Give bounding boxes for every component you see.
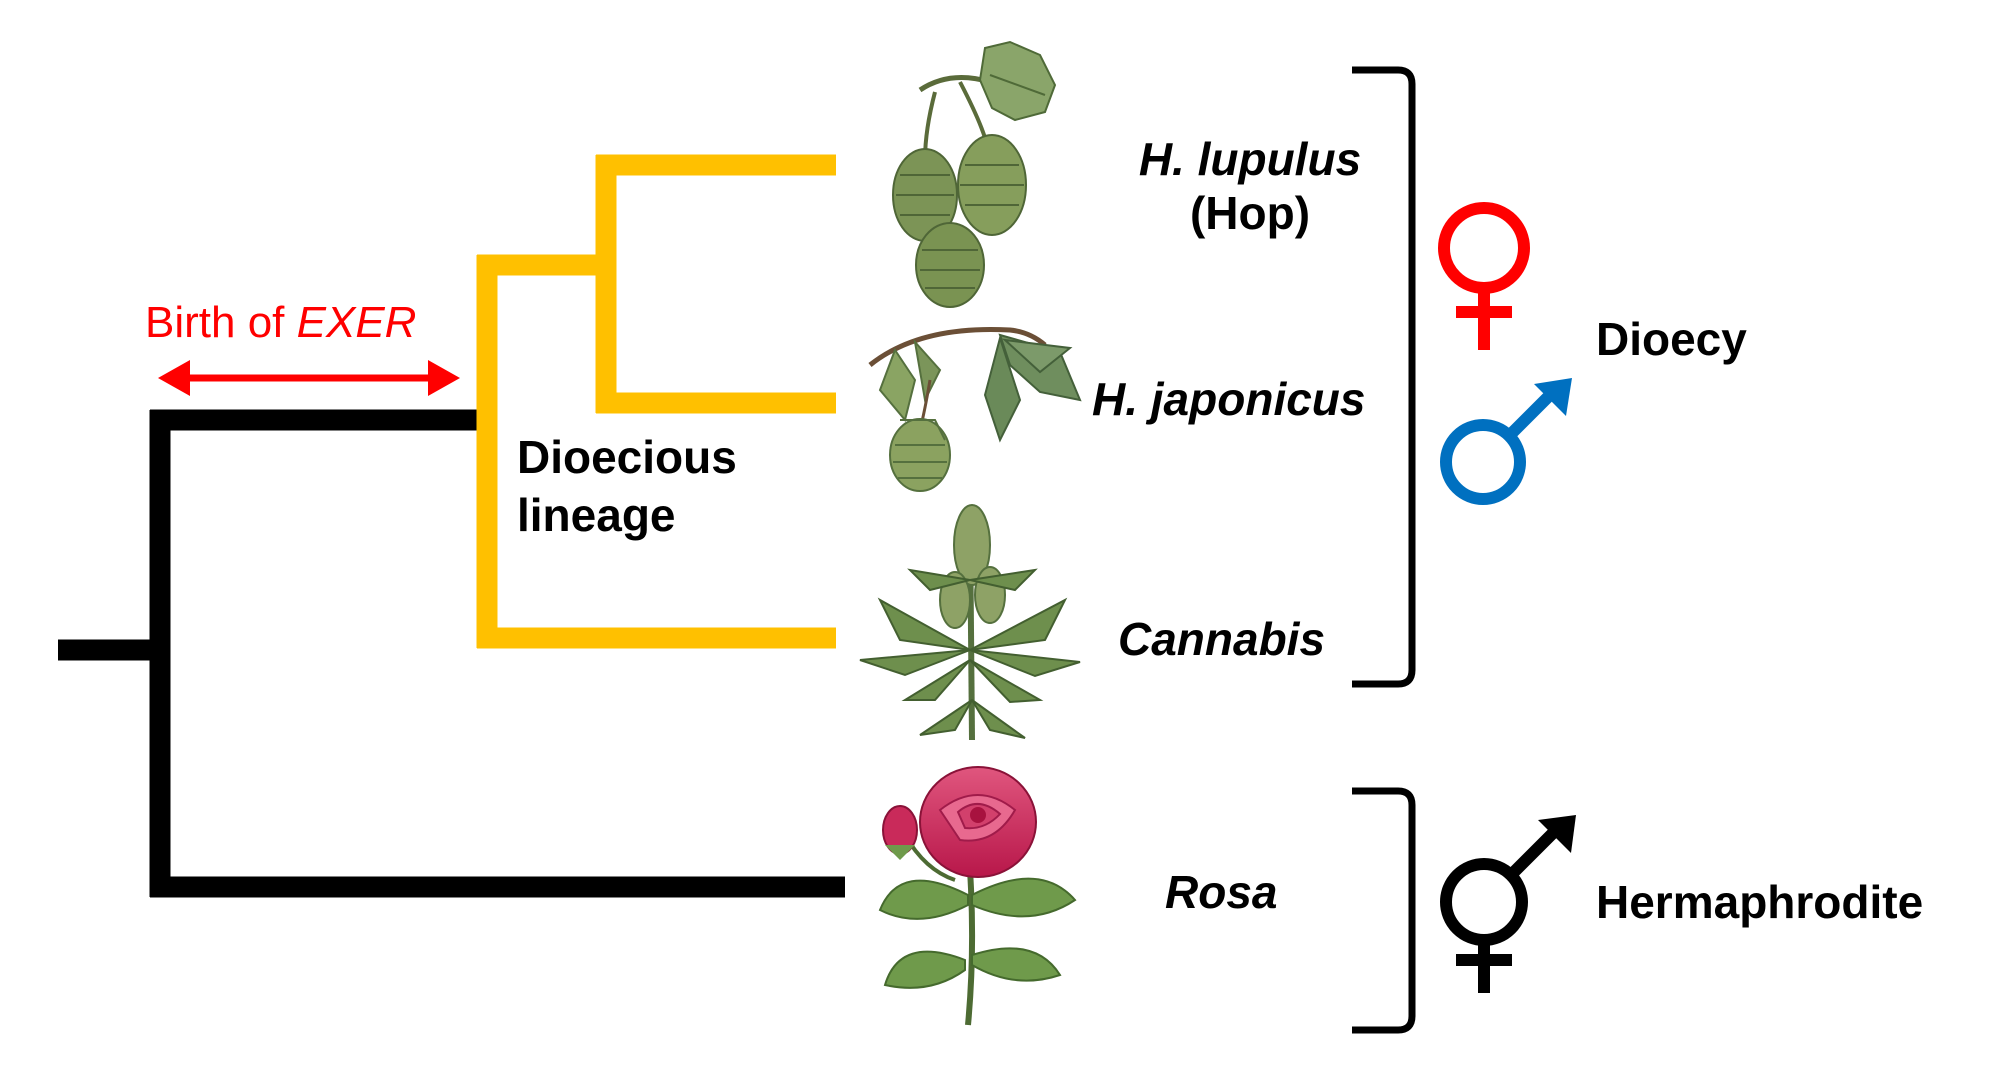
dioecious-lineage-label: Dioecious lineage [517,428,737,544]
dioecious-lineage-line2: lineage [517,489,676,541]
taxon-h-lupulus: H. lupulus (Hop) [1110,132,1390,240]
exer-gene-name: EXER [296,298,417,347]
hermaphrodite-symbol-icon [1440,815,1576,993]
taxon-rosa-name: Rosa [1165,866,1278,918]
taxon-h-japonicus-name: H. japonicus [1092,373,1366,425]
dioecy-label: Dioecy [1596,313,1747,365]
hop-plant-icon [892,40,1057,308]
cannabis-plant-icon [859,504,1081,741]
female-symbol-icon [1438,202,1530,350]
exer-double-arrow [158,360,460,396]
taxon-h-lupulus-common: (Hop) [1189,187,1311,239]
dioecious-lineage-line1: Dioecious [517,431,737,483]
dioecious-lineage-branches [476,154,836,649]
birth-prefix: Birth of [145,298,297,347]
tree-black-branches [58,409,845,898]
rose-plant-icon [878,766,1077,1026]
birth-of-exer-label: Birth of EXER [145,298,416,348]
taxon-cannabis-name: Cannabis [1118,613,1326,665]
dioecy-bracket [1352,66,1416,688]
hermaphrodite-label: Hermaphrodite [1596,876,1924,928]
hermaphrodite-bracket [1352,787,1416,1034]
male-symbol-icon [1440,378,1572,505]
taxon-h-lupulus-name: H. lupulus [1138,133,1362,185]
japanese-hop-plant-icon [868,326,1082,492]
